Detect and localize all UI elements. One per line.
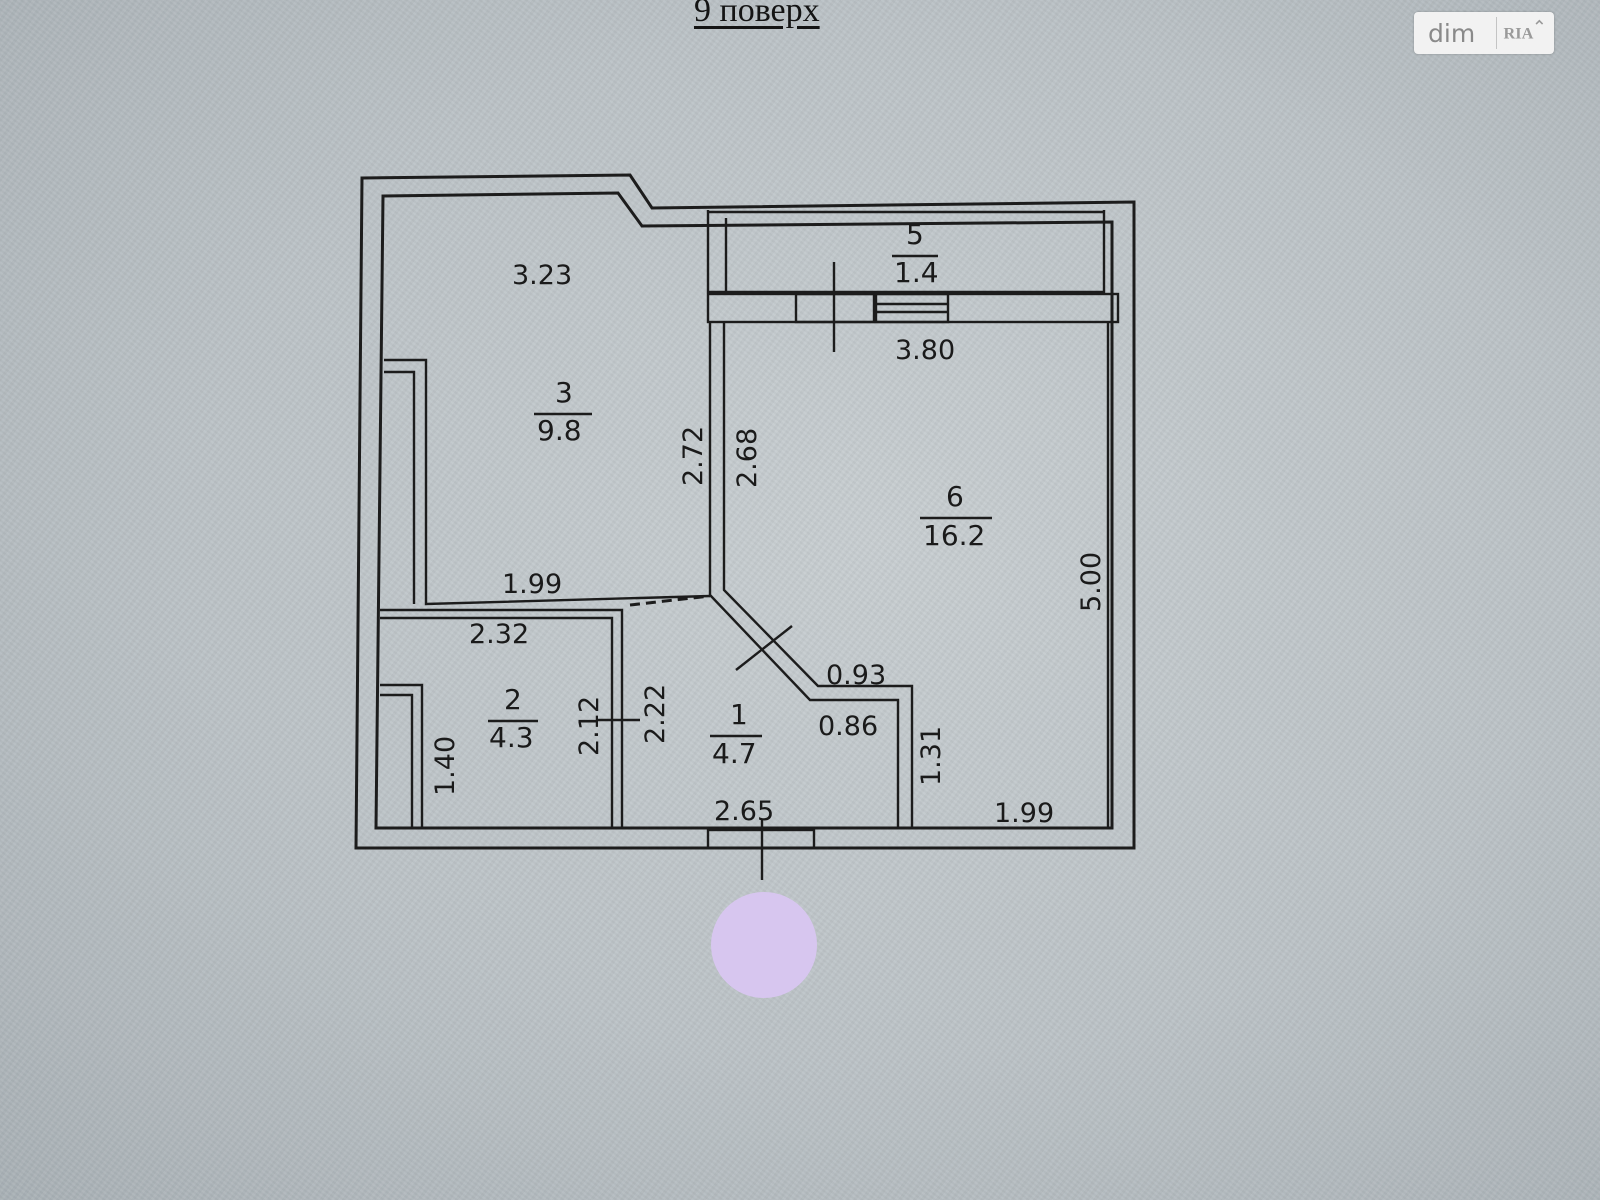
ria-logo-icon: RIA — [1504, 19, 1544, 43]
room-2-area: 4.3 — [489, 721, 534, 754]
room-3-walls — [384, 358, 711, 607]
door-swing — [735, 625, 793, 671]
room-6-number: 6 — [946, 480, 964, 513]
dim-room6-top: 3.80 — [895, 335, 955, 366]
room-3-number: 3 — [555, 376, 573, 409]
room-5-number: 5 — [906, 218, 924, 251]
dim-room6-right: 5.00 — [1076, 552, 1107, 612]
dimria-watermark: dim RIA — [1414, 12, 1554, 54]
dim-room2-right: 2.12 — [574, 696, 605, 756]
dim-room1-right: 1.31 — [916, 726, 947, 786]
room-5-area: 1.4 — [894, 256, 939, 289]
entrance-marker — [711, 892, 817, 998]
room-1-area: 4.7 — [712, 737, 757, 770]
dim-room2-left: 1.40 — [430, 736, 461, 796]
dim-room1-left: 2.22 — [640, 684, 671, 744]
room-6-area: 16.2 — [923, 519, 985, 552]
room-2-walls — [380, 608, 640, 828]
room-2-number: 2 — [504, 683, 522, 716]
dim-room6-side-left: 2.68 — [732, 428, 763, 488]
outer-walls — [354, 173, 1136, 850]
balcony-walls — [706, 210, 1120, 352]
room-1-number: 1 — [730, 698, 748, 731]
room-6-walls — [708, 322, 1110, 828]
dim-room6-bottom: 1.99 — [994, 798, 1054, 829]
watermark-logo-text: RIA — [1504, 24, 1534, 43]
watermark-text: dim — [1428, 18, 1476, 48]
dim-room1-diag: 0.93 — [826, 660, 886, 691]
dim-room3-bottom: 1.99 — [502, 569, 562, 600]
entrance — [706, 820, 817, 998]
dim-room3-top: 3.23 — [512, 260, 572, 291]
floor-title: 9 поверх — [694, 0, 820, 29]
dim-room2-top: 2.32 — [469, 619, 529, 650]
dim-room1-step: 0.86 — [818, 711, 878, 742]
dim-room3-side: 2.72 — [678, 426, 709, 486]
watermark-separator — [1496, 17, 1497, 49]
room-3-area: 9.8 — [537, 414, 582, 447]
dim-room1-bottom: 2.65 — [714, 796, 774, 827]
